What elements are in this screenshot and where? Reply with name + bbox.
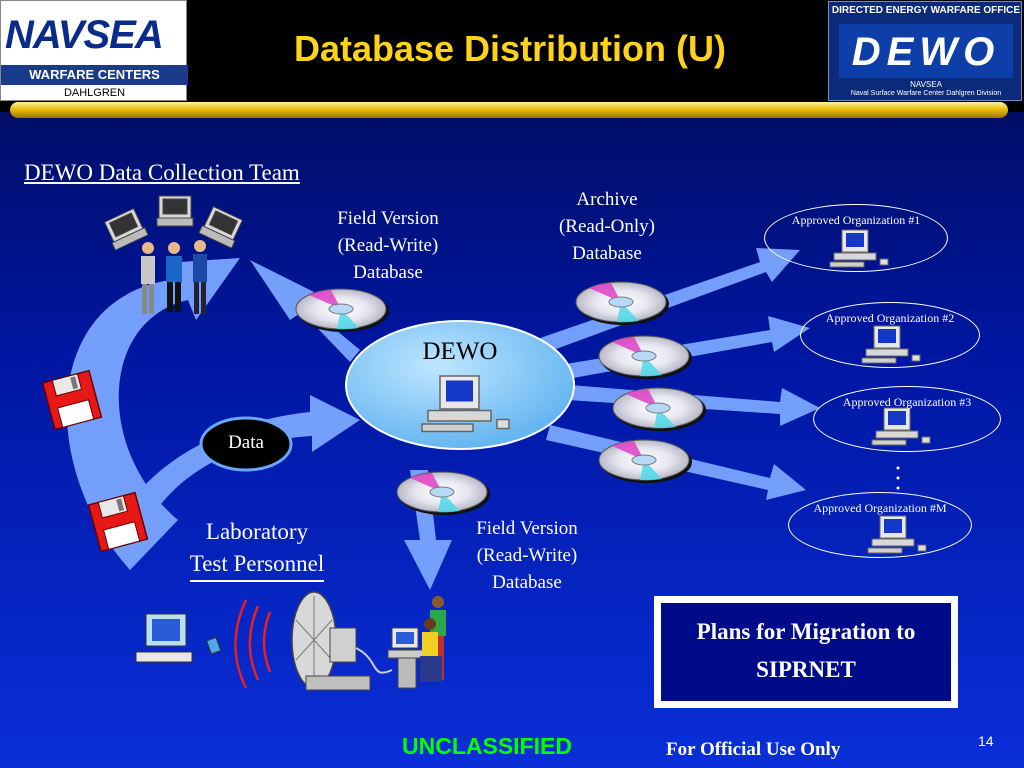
field-version-bottom-line3: Database — [492, 572, 562, 593]
slide-title: Database Distribution (U) — [293, 28, 727, 69]
field-version-top-line1: Field Version — [337, 208, 439, 229]
org-3: Approved Organization #3 — [813, 386, 1001, 452]
field-version-bottom-line1: Field Version — [476, 518, 578, 539]
navsea-logo-band: WARFARE CENTERS — [1, 65, 188, 85]
migration-box: Plans for Migration to SIPRNET — [654, 596, 958, 708]
team-label: DEWO Data Collection Team — [24, 160, 300, 185]
dewo-logo-division: Naval Surface Warfare Center Dahlgren Di… — [850, 90, 1002, 97]
archive-line2: (Read-Only) — [558, 216, 656, 237]
archive-line1: Archive — [576, 189, 638, 210]
org-3-label: Approved Organization #3 — [842, 395, 972, 409]
migration-box-inner: Plans for Migration to SIPRNET — [660, 602, 952, 702]
dewo-logo-navsea: NAVSEA — [910, 80, 942, 89]
dewo-logo-panel — [839, 24, 1013, 78]
archive-line3: Database — [572, 243, 642, 264]
navsea-logo-word: NAVSEA — [5, 13, 164, 57]
field-version-top-line3: Database — [353, 262, 423, 283]
header-gold-bar — [10, 102, 1008, 118]
migration-line1: Plans for Migration to — [696, 619, 916, 644]
archive-label: Archive (Read-Only) Database — [530, 186, 684, 267]
hub-label: DEWO — [422, 338, 498, 365]
field-version-bottom-label: Field Version (Read-Write) Database — [444, 515, 610, 596]
field-version-bottom-line2: (Read-Write) — [476, 545, 578, 566]
dewo-logo-office: DIRECTED ENERGY WARFARE OFFICE — [831, 5, 1021, 16]
navsea-logo-location: DAHLGREN — [63, 87, 126, 99]
lab-label: Laboratory Test Personnel — [168, 516, 346, 582]
org-1-label: Approved Organization #1 — [791, 213, 921, 227]
page-number: 14 — [978, 733, 994, 749]
data-label: Data — [228, 432, 264, 453]
field-version-top-line2: (Read-Write) — [337, 235, 439, 256]
dewo-logo: DIRECTED ENERGY WARFARE OFFICE DEWO NAVS… — [828, 1, 1022, 101]
lab-label-line2: Test Personnel — [189, 548, 325, 582]
field-version-top-label: Field Version (Read-Write) Database — [304, 205, 472, 286]
org-1: Approved Organization #1 — [764, 204, 948, 272]
org-2: Approved Organization #2 — [800, 302, 980, 368]
migration-line2: SIPRNET — [756, 657, 856, 682]
org-m: Approved Organization #M — [788, 492, 972, 558]
lab-label-line1: Laboratory — [205, 519, 309, 544]
dewo-logo-word: DEWO — [851, 30, 1001, 74]
org-m-label: Approved Organization #M — [813, 501, 947, 515]
org-2-label: Approved Organization #2 — [825, 311, 955, 325]
navsea-logo: NAVSEA WARFARE CENTERS DAHLGREN — [0, 0, 188, 101]
classification-marking: UNCLASSIFIED — [402, 733, 572, 759]
fouo-marking: For Official Use Only — [666, 739, 841, 760]
